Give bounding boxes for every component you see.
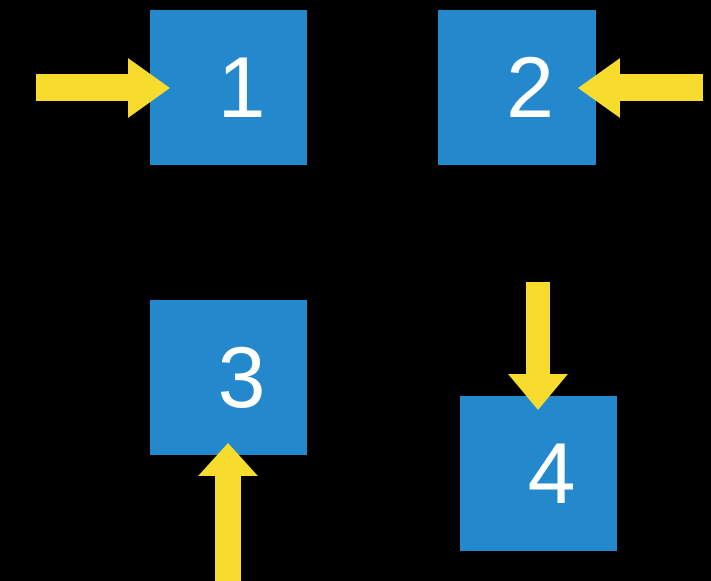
node-label-2: 2 bbox=[506, 39, 554, 136]
arrow-down-shape bbox=[508, 282, 568, 410]
node-box-4[interactable] bbox=[460, 396, 617, 551]
node-box-3[interactable] bbox=[150, 300, 307, 455]
node-label-4: 4 bbox=[527, 425, 576, 522]
arrow-left-shape bbox=[578, 58, 703, 118]
node-box-1[interactable] bbox=[150, 10, 307, 165]
node-label-3: 3 bbox=[217, 329, 266, 426]
node-label-1: 1 bbox=[217, 39, 266, 136]
arrow-right-shape bbox=[36, 58, 170, 118]
node-box-2[interactable] bbox=[438, 10, 596, 165]
arrow-up-shape bbox=[198, 443, 258, 581]
